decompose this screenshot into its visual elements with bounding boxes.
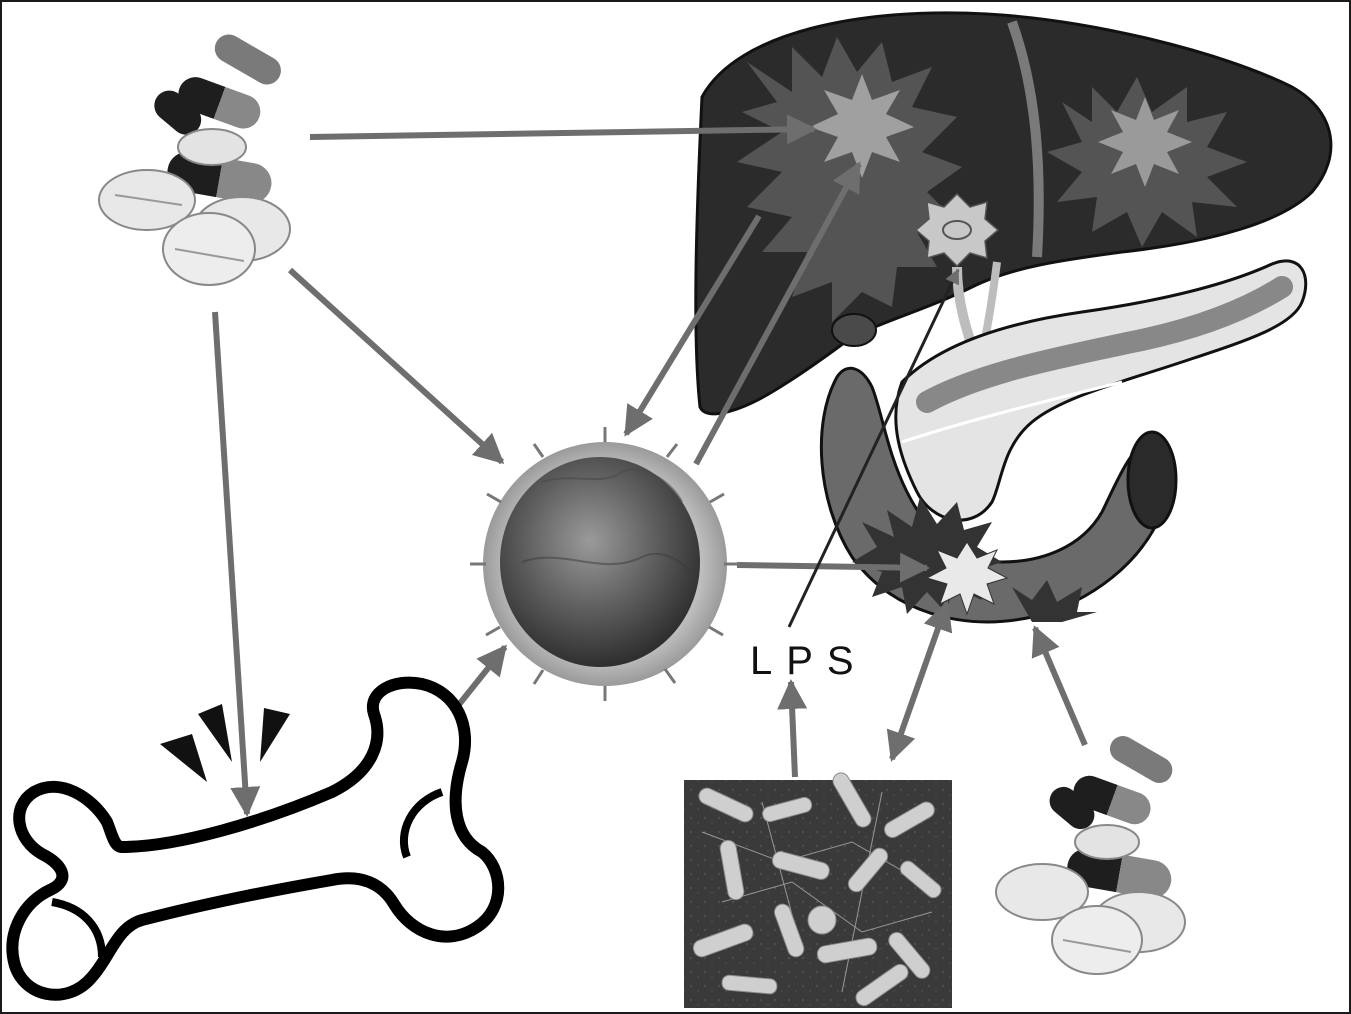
arrow-cell-to-duodenum	[737, 565, 927, 568]
pills-icon-2	[996, 731, 1185, 974]
fracture-marks-icon	[160, 704, 290, 782]
arrow-bacteria-to-lps	[791, 682, 795, 777]
bacteria-micrograph-icon	[684, 770, 952, 1009]
liver-lesion-flower	[916, 194, 998, 266]
liver-lesion-star-2	[1098, 97, 1192, 187]
arrow-drugs2-to-duodenum	[1035, 628, 1085, 745]
bone-icon	[12, 683, 498, 995]
immune-cell-icon	[470, 427, 740, 701]
lps-label: LPS	[750, 639, 868, 683]
arrow-duodenum-bacteria	[892, 603, 947, 759]
pills-icon	[99, 29, 290, 285]
arrow-drugs-to-cell	[290, 270, 502, 462]
